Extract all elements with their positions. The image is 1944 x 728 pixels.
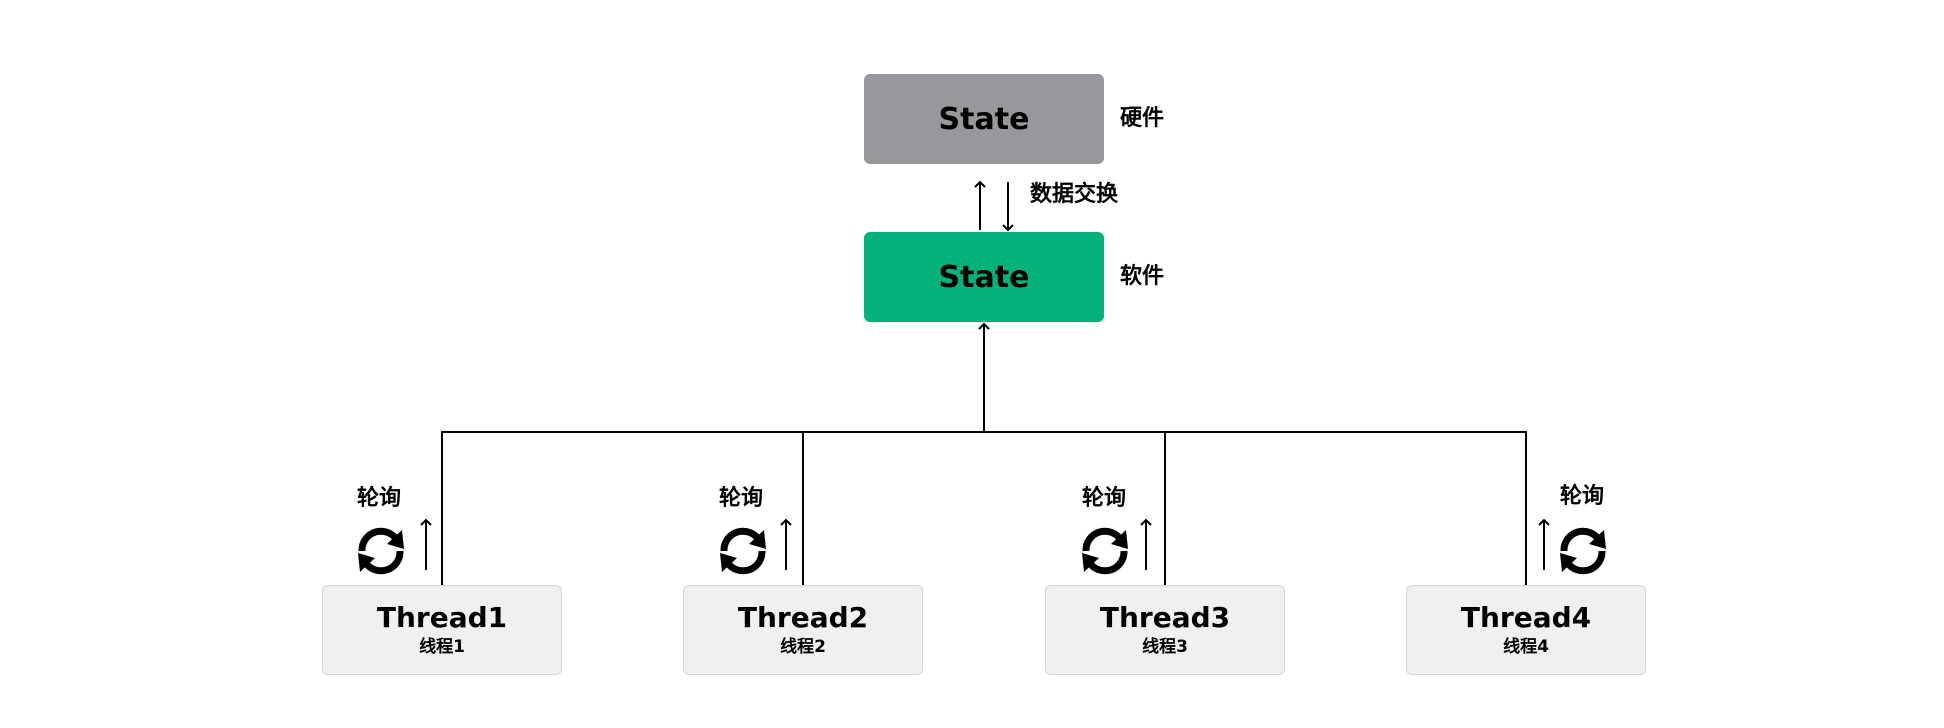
thread-subtitle: 线程4	[1503, 637, 1549, 657]
thread-subtitle: 线程2	[780, 637, 826, 657]
thread-title: Thread2	[737, 601, 869, 634]
thread-title: Thread3	[1099, 601, 1231, 634]
poll-label: 轮询	[357, 486, 402, 511]
poll-label: 轮询	[1560, 484, 1605, 509]
thread-box: Thread1 线程1	[322, 585, 562, 675]
cycle-icon	[720, 527, 766, 575]
thread-box: Thread3 线程3	[1045, 585, 1285, 675]
hardware-state-label: State	[938, 101, 1030, 137]
hardware-state-box: State	[864, 74, 1104, 164]
cycle-icon	[1560, 527, 1606, 575]
thread-box: Thread2 线程2	[683, 585, 923, 675]
hardware-label: 硬件	[1120, 106, 1165, 131]
software-state-label: State	[938, 259, 1030, 295]
software-label: 软件	[1120, 264, 1165, 289]
cycle-icon	[1082, 527, 1128, 575]
thread-title: Thread4	[1460, 601, 1592, 634]
cycle-icon	[358, 527, 404, 575]
poll-label: 轮询	[1082, 486, 1127, 511]
thread-subtitle: 线程1	[419, 637, 465, 657]
software-state-box: State	[864, 232, 1104, 322]
thread-subtitle: 线程3	[1142, 637, 1188, 657]
poll-label: 轮询	[719, 486, 764, 511]
data-exchange-label: 数据交换	[1030, 182, 1119, 207]
thread-title: Thread1	[376, 601, 508, 634]
thread-box: Thread4 线程4	[1406, 585, 1646, 675]
